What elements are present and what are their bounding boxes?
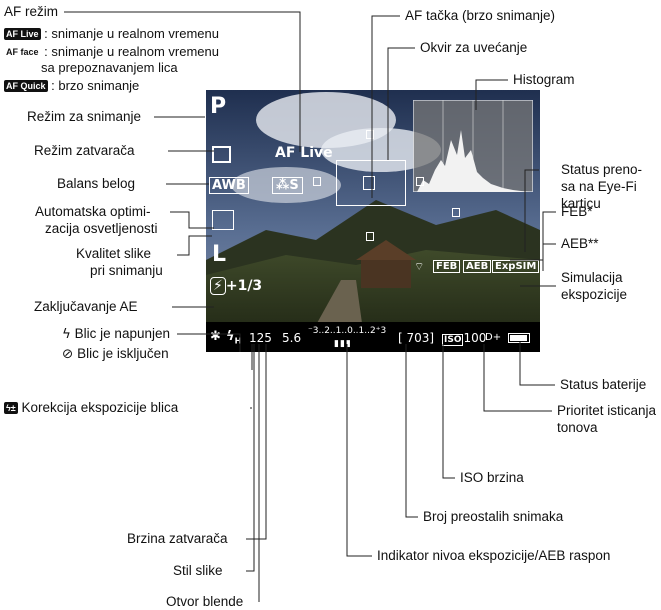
label-aeb: AEB** — [561, 236, 599, 251]
label-ae-lock: Zaključavanje AE — [34, 299, 138, 314]
label-drive-mode: Režim zatvarača — [34, 143, 135, 158]
label-af-mode: AF režim — [4, 4, 58, 19]
label-iso: ISO brzina — [460, 470, 524, 485]
label-battery: Status baterije — [560, 377, 647, 392]
label-htp-1: Prioritet isticanja — [557, 403, 657, 418]
hud-quality: L — [212, 242, 227, 267]
hud-htp: D+ — [485, 332, 502, 343]
label-exp-sim-2: ekspozicije — [561, 287, 628, 302]
row-af-face: AF face : snimanje u realnom vremenu — [4, 44, 219, 60]
hud-mode: P — [210, 94, 227, 119]
label-alo-2: zacija osvetljenosti — [45, 221, 158, 236]
hud-af-live: AF Live — [275, 145, 333, 161]
row-af-live: AF Live : snimanje u realnom vremenu — [4, 26, 219, 42]
row-flash-off: ⊘ Blic je isključen — [62, 346, 169, 362]
label-htp-2: tonova — [557, 420, 598, 435]
label-af-face-2: sa prepoznavanjem lica — [41, 60, 178, 75]
hud-iso-value: 100 — [463, 331, 487, 345]
af-quick-icon: AF Quick — [4, 80, 48, 92]
picture-style-icon: ⁂ — [276, 178, 290, 193]
hud-feb: FEB — [433, 260, 461, 273]
hud-exposure-marker: ▮▮▮ — [334, 339, 352, 349]
label-shots-remaining: Broj preostalih snimaka — [423, 509, 564, 524]
af-point-grid-5 — [452, 208, 460, 217]
flash-ready-icon: ϟ — [62, 326, 71, 342]
hud-wb: AWB — [209, 177, 249, 194]
hud-picture-style: ⁂S — [272, 177, 303, 194]
magnify-frame — [336, 160, 406, 206]
label-picture-style: Stil slike — [173, 563, 223, 578]
histogram-display — [413, 100, 533, 192]
af-point-grid-4 — [366, 232, 374, 241]
af-face-icon: AF face — [4, 46, 41, 58]
label-aperture: Otvor blende — [166, 594, 244, 609]
row-af-quick: AF Quick : brzo snimanje — [4, 78, 139, 94]
label-histogram: Histogram — [513, 72, 575, 87]
label-feb: FEB* — [561, 204, 593, 219]
label-eyefi-1: Status preno- — [561, 162, 643, 177]
label-af-point: AF tačka (brzo snimanje) — [405, 8, 556, 23]
label-shooting-mode: Režim za snimanje — [27, 109, 142, 124]
hud-flash-comp: ⚡+1/3 — [210, 277, 263, 295]
hud-shutter: 125 — [249, 331, 272, 345]
label-flash-ready: Blic je napunjen — [74, 326, 170, 341]
row-flash-comp: ϟ± Korekcija ekspozicije blica — [4, 400, 178, 416]
hud-shots: [ 703] — [398, 331, 435, 345]
label-af-face-1: : snimanje u realnom vremenu — [44, 44, 219, 59]
flash-comp-icon: ⚡ — [210, 277, 226, 295]
hud-aeb: AEB — [463, 260, 492, 273]
label-white-balance: Balans belog — [57, 176, 136, 191]
af-point-grid-2 — [313, 177, 321, 186]
hud-battery-icon — [508, 333, 530, 343]
flash-off-icon: ⊘ — [62, 346, 74, 362]
af-point-grid-1 — [366, 130, 374, 139]
label-af-live: : snimanje u realnom vremenu — [44, 26, 219, 41]
hud-ae-lock-icon: ✱ — [210, 329, 221, 344]
live-view-screen: P AF Live AWB ⁂S L ⚡+1/3 ⌔ FEB AEB ExpSI… — [206, 90, 540, 352]
hud-alo-icon — [212, 210, 234, 230]
iso-icon: ISO — [442, 334, 464, 346]
hud-style-letter: S — [289, 178, 299, 193]
label-shutter-speed: Brzina zatvarača — [127, 531, 228, 546]
hud-flash-comp-value: +1/3 — [225, 278, 263, 294]
label-exposure-level: Indikator nivoa ekspozicije/AEB raspon — [377, 548, 611, 563]
label-exp-sim-1: Simulacija — [561, 270, 623, 285]
row-flash-ready: ϟ Blic je napunjen — [62, 326, 170, 342]
label-flash-off: Blic je isključen — [77, 346, 169, 361]
af-live-icon: AF Live — [4, 28, 41, 40]
label-eyefi-3: karticu — [561, 196, 601, 211]
label-magnify-frame: Okvir za uvećanje — [420, 40, 528, 55]
label-quality-1: Kvalitet slike — [76, 246, 152, 261]
hud-drive-single-icon — [212, 146, 231, 163]
hud-eyefi-icon: ⌔ — [414, 260, 425, 273]
af-point-grid-3 — [416, 177, 424, 186]
label-af-quick: : brzo snimanje — [51, 78, 140, 93]
flash-comp-label-icon: ϟ± — [4, 402, 18, 414]
af-point — [363, 176, 375, 190]
hud-flash-icon: ϟH — [226, 329, 242, 346]
label-quality-2: pri snimanju — [90, 263, 163, 278]
hud-exposure-scale: ⁻3..2..1..0..1..2⁺3 — [308, 326, 387, 336]
label-alo-1: Automatska optimi- — [35, 204, 151, 219]
label-eyefi-2: sa na Eye-Fi — [561, 179, 637, 194]
hud-aperture: 5.6 — [282, 331, 302, 345]
label-flash-comp: Korekcija ekspozicije blica — [21, 400, 179, 415]
